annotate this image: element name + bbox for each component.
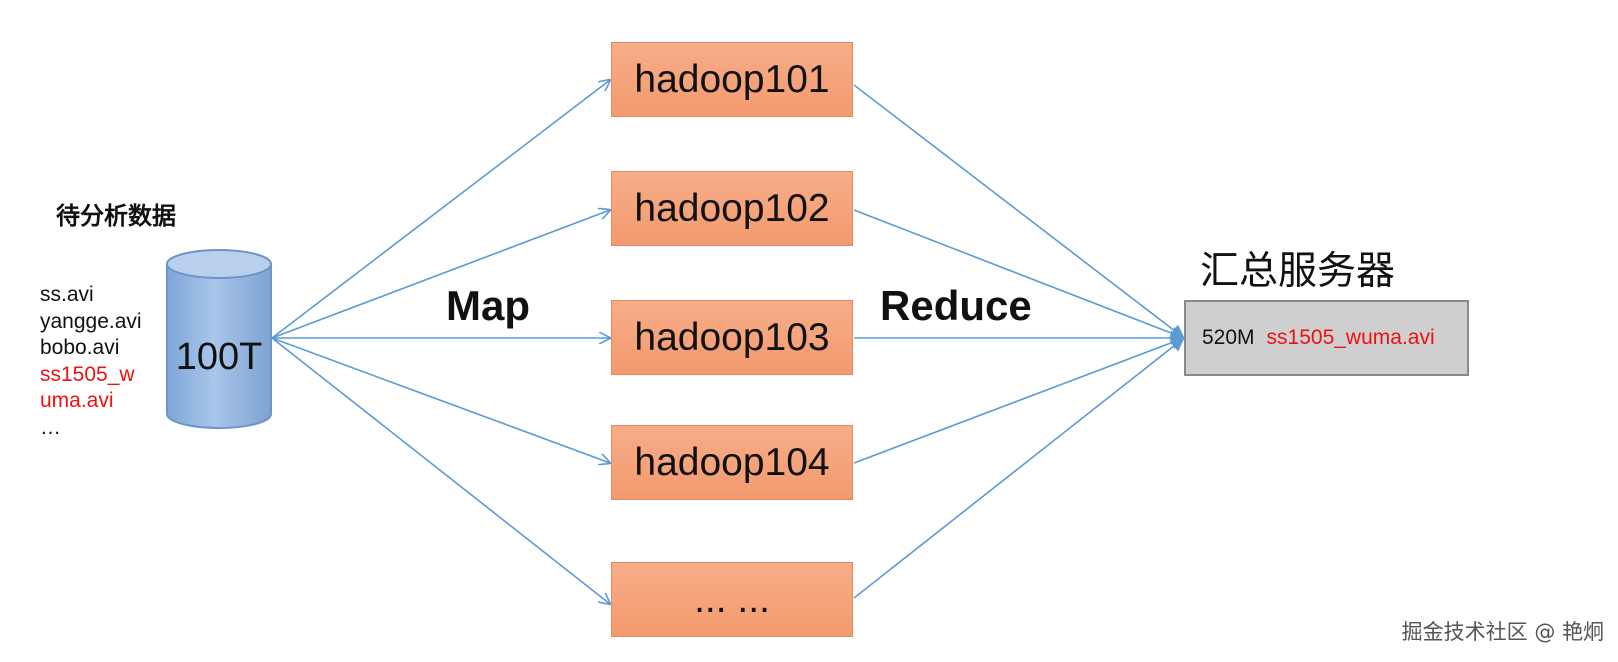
reduce-arrow bbox=[853, 336, 1185, 464]
server-title: 汇总服务器 bbox=[1200, 249, 1396, 294]
file-item-highlight: uma.avi bbox=[40, 389, 114, 412]
server-box: 520M ss1505_wuma.avi bbox=[1184, 300, 1469, 376]
hadoop-node-more: ... ... bbox=[611, 562, 853, 637]
reduce-arrow bbox=[853, 84, 1185, 339]
map-label: Map bbox=[446, 282, 530, 329]
file-item: yangge.avi bbox=[40, 309, 142, 333]
server-file: ss1505_wuma.avi bbox=[1266, 326, 1435, 349]
source-title: 待分析数据 bbox=[56, 202, 176, 230]
hadoop-node: hadoop104 bbox=[611, 425, 853, 500]
reduce-arrow bbox=[853, 337, 1185, 599]
storage-size-label: 100T bbox=[175, 336, 263, 378]
hadoop-node: hadoop102 bbox=[611, 171, 853, 246]
map-arrow bbox=[271, 80, 610, 339]
database-cylinder-icon bbox=[166, 249, 272, 429]
file-item-highlight: ss1505_w bbox=[40, 362, 135, 386]
map-arrow bbox=[271, 337, 610, 463]
file-item: … bbox=[40, 415, 61, 439]
file-list: ss.avi yangge.avi bobo.avi ss1505_w uma.… bbox=[40, 282, 142, 441]
map-arrow bbox=[271, 210, 610, 339]
reduce-arrow bbox=[853, 209, 1185, 340]
file-item: ss.avi bbox=[40, 283, 94, 306]
reduce-label: Reduce bbox=[880, 282, 1032, 329]
hadoop-node: hadoop101 bbox=[611, 42, 853, 117]
file-item: bobo.avi bbox=[40, 336, 120, 359]
hadoop-node: hadoop103 bbox=[611, 300, 853, 375]
watermark: 掘金技术社区 @ 艳炯 bbox=[1401, 620, 1604, 644]
server-size: 520M bbox=[1202, 326, 1255, 349]
map-arrow bbox=[271, 337, 610, 604]
